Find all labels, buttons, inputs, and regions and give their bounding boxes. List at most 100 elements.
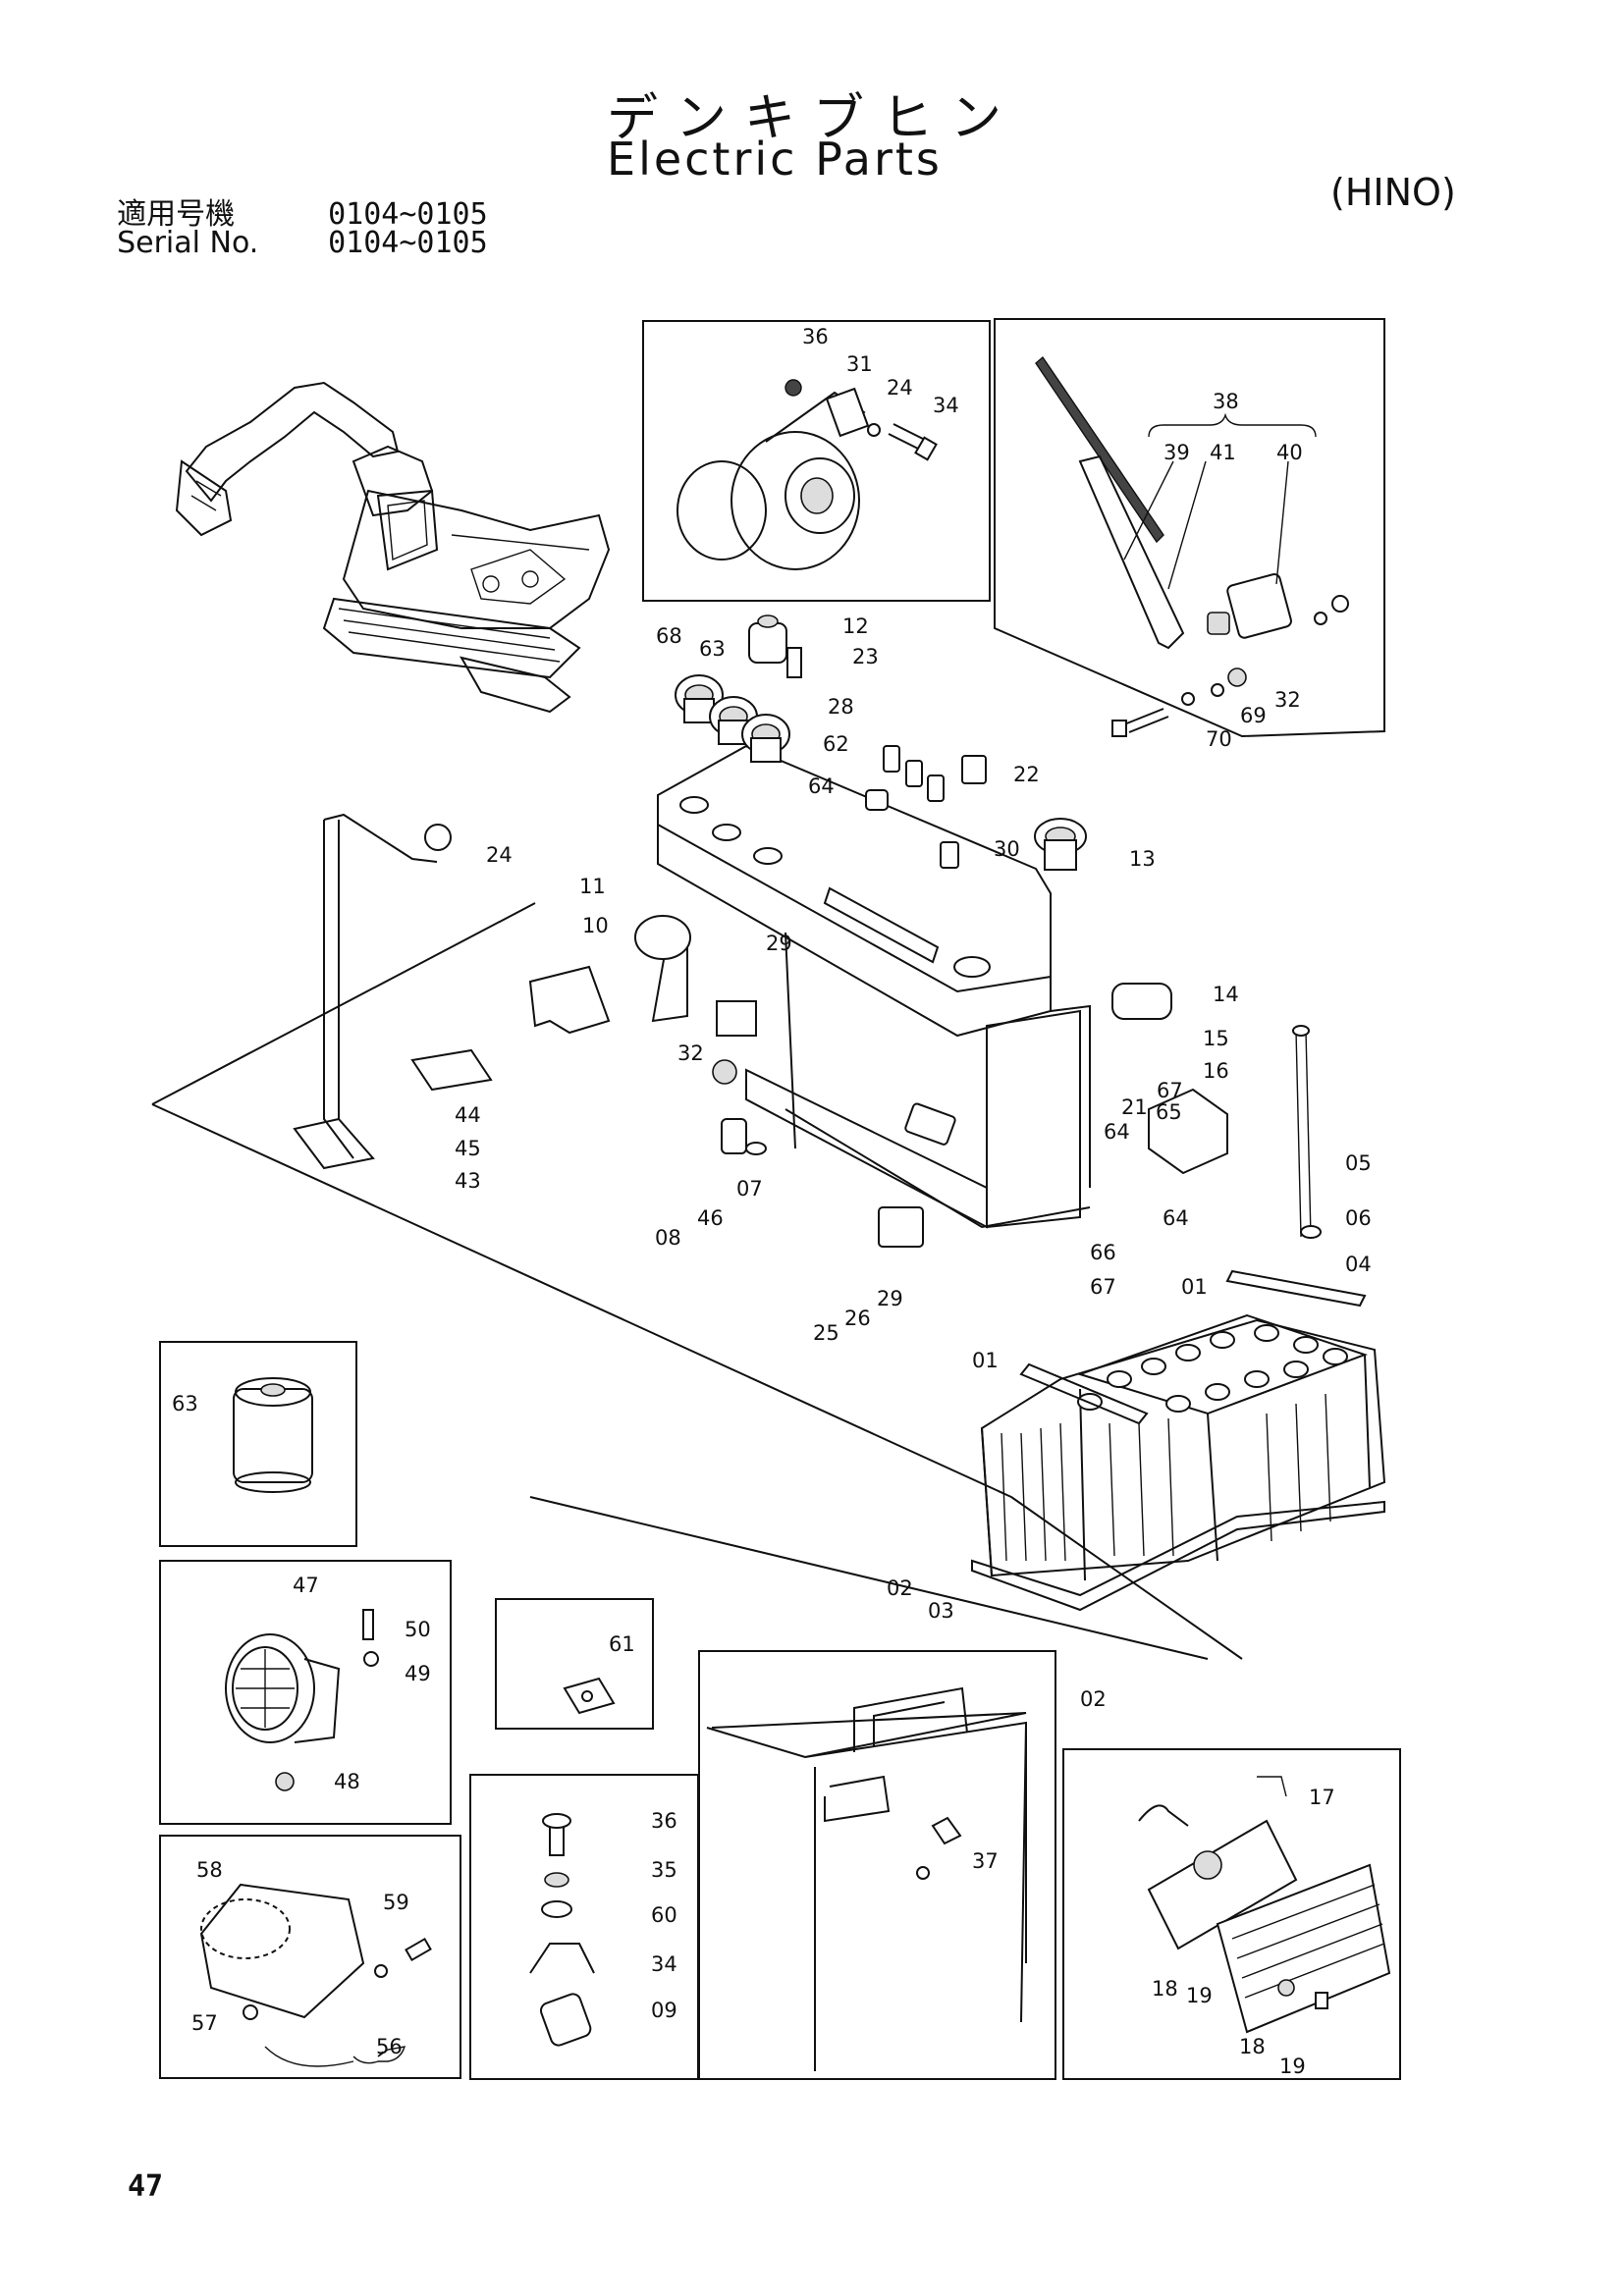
callout-10: 10 <box>582 914 609 937</box>
serial-jp-row: 適用号機 0104~0105 <box>98 155 488 233</box>
callout-42: 36 <box>802 325 829 348</box>
callout-32a: 32 <box>1274 688 1301 712</box>
callout-39: 39 <box>1163 441 1190 464</box>
callout-63b: 66 <box>1090 1241 1116 1264</box>
callout-02b: 02 <box>1080 1687 1107 1711</box>
callout-54: 59 <box>383 1891 409 1914</box>
serial-en-row: Serial No.0104~0105 <box>98 191 488 260</box>
battery-cover-part <box>706 1686 1027 2071</box>
callout-24: 25 <box>813 1321 839 1345</box>
callout-36: 36 <box>651 1809 677 1833</box>
callout-16: 16 <box>1203 1059 1229 1083</box>
callout-33: 34 <box>933 394 959 417</box>
callout-18a: 18 <box>1152 1977 1178 2001</box>
excavator-illustration <box>175 381 611 714</box>
callout-34: 34 <box>651 1952 677 1976</box>
callout-17: 17 <box>1309 1786 1335 1809</box>
manufacturer-label: (HINO) <box>1330 171 1456 214</box>
cover-inset-frame <box>698 1650 1056 2080</box>
callout-26: 24 <box>887 376 913 400</box>
callout-09: 09 <box>651 1999 677 2022</box>
callout-29: 29 <box>877 1287 903 1310</box>
horn-inset-frame <box>642 320 991 602</box>
callout-64a: 67 <box>1157 1079 1183 1102</box>
callout-58: 63 <box>699 637 726 661</box>
callout-15: 15 <box>1203 1027 1229 1050</box>
serial-en-value: 0104~0105 <box>328 226 488 260</box>
clip-part <box>563 1677 616 1715</box>
callout-22: 23 <box>852 645 879 668</box>
horn-part <box>676 379 938 570</box>
callout-30: 30 <box>994 837 1020 861</box>
callout-48: 48 <box>334 1770 360 1793</box>
callout-63a: 65 <box>1156 1100 1182 1124</box>
serial-jp-label: 適用号機 <box>117 197 236 232</box>
callout-52: 57 <box>191 2011 218 2035</box>
callout-06: 06 <box>1345 1206 1372 1230</box>
callout-44: 44 <box>455 1103 481 1127</box>
callout-43: 43 <box>455 1169 481 1193</box>
fuel-filter-part <box>233 1377 313 1493</box>
callout-62: 64 <box>1163 1206 1189 1230</box>
callout-14: 14 <box>1213 983 1239 1006</box>
callout-40: 40 <box>1276 441 1303 464</box>
callout-12: 12 <box>842 614 869 638</box>
callout-59: 63 <box>172 1392 198 1415</box>
callout-53: 58 <box>196 1858 223 1882</box>
callout-35: 35 <box>651 1858 677 1882</box>
callout-03: 03 <box>928 1599 954 1623</box>
cab-light-inset-frame <box>159 1835 461 2079</box>
callout-08: 08 <box>655 1226 681 1250</box>
callout-50: 50 <box>405 1618 431 1641</box>
tail-light-inset-frame <box>1062 1748 1401 2080</box>
callout-28: 29 <box>766 932 792 955</box>
callout-32b: 32 <box>677 1041 704 1065</box>
leader-lines <box>264 412 1317 2067</box>
cab-light-part <box>199 1883 432 2020</box>
callout-67b: 70 <box>1206 727 1232 751</box>
callout-45: 45 <box>455 1137 481 1160</box>
callout-46: 46 <box>697 1206 724 1230</box>
callout-21: 22 <box>1013 763 1040 786</box>
clip-inset-frame <box>495 1598 654 1730</box>
callout-01b: 01 <box>972 1349 999 1372</box>
page-title-english: Electric Parts <box>607 133 943 186</box>
serial-jp-value: 0104~0105 <box>328 197 488 232</box>
callout-07: 07 <box>736 1177 763 1201</box>
work-light-part <box>225 1609 379 1791</box>
callout-37: 37 <box>972 1849 999 1873</box>
callout-13: 13 <box>1129 847 1156 871</box>
callout-27: 28 <box>828 695 854 719</box>
callout-25: 26 <box>844 1307 871 1330</box>
tail-light-part <box>1138 1804 1391 2034</box>
callout-66: 69 <box>1240 704 1267 727</box>
callout-51: 56 <box>376 2035 403 2058</box>
callout-19a: 19 <box>1186 1984 1213 2007</box>
page-title-japanese: デンキブヒン <box>607 89 1020 148</box>
battery-assembly <box>971 1025 1386 1612</box>
floor-plate <box>151 813 1243 1660</box>
callout-23: 24 <box>486 843 513 867</box>
callout-02a: 02 <box>887 1576 913 1600</box>
callout-38: 38 <box>1213 390 1239 413</box>
page-number: 47 <box>128 2169 164 2204</box>
callout-19b: 19 <box>1279 2055 1306 2078</box>
callout-04: 04 <box>1345 1253 1372 1276</box>
wiper-part <box>1035 355 1349 737</box>
filter-inset-frame <box>159 1341 357 1547</box>
inset-frames <box>159 318 1401 2080</box>
callout-49: 49 <box>405 1662 431 1685</box>
instrument-panel <box>634 614 1228 1248</box>
work-light-inset-frame <box>159 1560 452 1825</box>
clamp-part <box>529 1813 595 2047</box>
callout-65: 68 <box>656 624 682 648</box>
callout-57: 62 <box>823 732 849 756</box>
callout-55: 60 <box>651 1903 677 1927</box>
callout-41: 41 <box>1210 441 1236 464</box>
callout-01a: 01 <box>1181 1275 1208 1299</box>
callout-64b: 67 <box>1090 1275 1116 1299</box>
callout-31: 31 <box>846 352 873 376</box>
callout-20: 21 <box>1121 1095 1148 1119</box>
